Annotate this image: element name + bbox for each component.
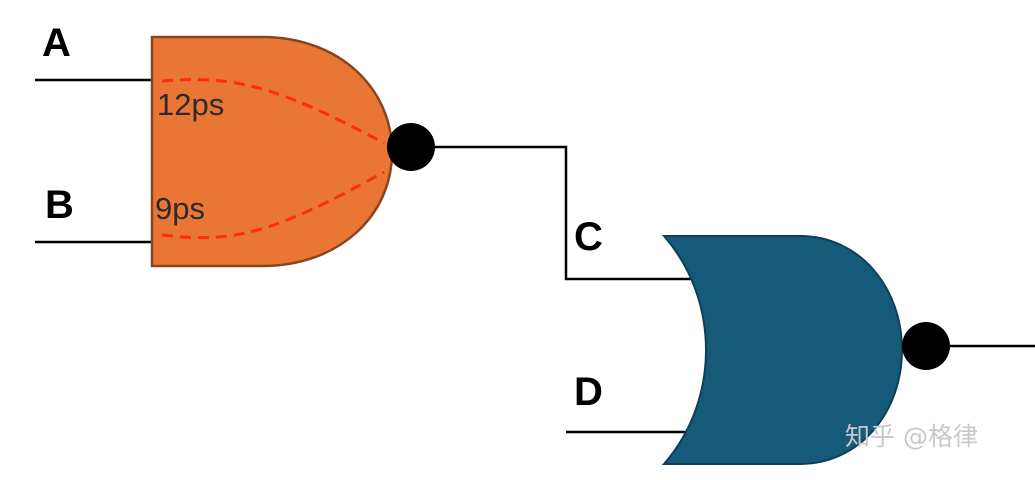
nor-output-bubble — [902, 322, 950, 370]
watermark: 知乎 @格律 — [845, 422, 978, 451]
delay-path-b — [161, 170, 385, 240]
nand-output-bubble — [387, 123, 435, 171]
delay-path-a — [161, 78, 385, 145]
label-b: B — [45, 183, 74, 227]
delay-label-a: 12ps — [157, 87, 224, 122]
label-c: C — [574, 215, 603, 259]
nor-gate-icon — [661, 235, 904, 465]
delay-label-b: 9ps — [155, 191, 205, 226]
label-d: D — [574, 370, 603, 414]
wire-c — [432, 145, 696, 281]
label-a: A — [42, 21, 71, 65]
nand-gate-icon — [150, 35, 394, 268]
